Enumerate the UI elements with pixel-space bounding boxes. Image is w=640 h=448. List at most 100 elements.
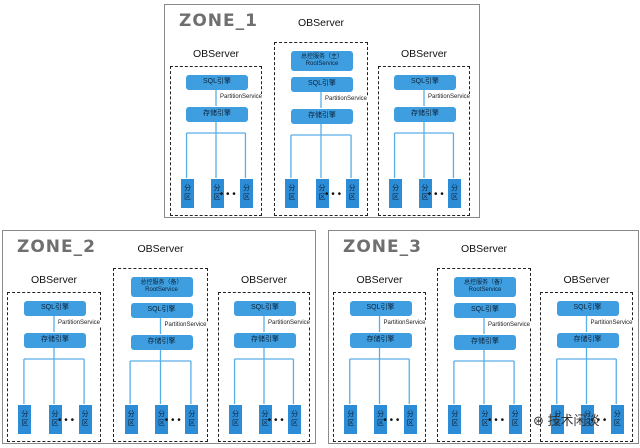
partition-box: 分区 — [418, 179, 432, 208]
ellipsis: • • • — [427, 189, 444, 200]
partition-box: 分区 — [345, 179, 359, 208]
partition-char: 区 — [188, 419, 196, 427]
sql-engine-box: SQL引擎 — [454, 303, 516, 318]
partition-char: 区 — [232, 419, 240, 427]
partition-box: 分区 — [389, 179, 403, 208]
storage-engine-box: 存储引擎 — [234, 333, 296, 348]
observer-label: OBServer — [460, 243, 508, 255]
sql-engine-box: SQL引擎 — [24, 301, 86, 316]
partition-char: 区 — [184, 193, 192, 201]
partition-char: 区 — [81, 419, 89, 427]
ellipsis: • • • — [267, 415, 284, 426]
partition-service-label: PartitionService — [57, 320, 102, 326]
partition-box: 分区 — [78, 405, 92, 434]
partition-box: 分区 — [508, 405, 522, 434]
storage-engine-box: 存储引擎 — [394, 107, 456, 122]
partition-box: 分区 — [447, 179, 461, 208]
partition-char: 区 — [158, 419, 165, 427]
partition-char: 分 — [406, 410, 414, 418]
partition-service-label: PartitionService — [219, 94, 264, 100]
storage-engine-box: 存储引擎 — [349, 333, 412, 348]
partition-char: 分 — [348, 184, 356, 192]
partition-char: 区 — [290, 419, 298, 427]
partition-box: 分区 — [285, 179, 299, 208]
partition-char: 分 — [290, 410, 298, 418]
partition-char: 分 — [188, 410, 196, 418]
partition-box: 分区 — [181, 179, 195, 208]
observer-label: OBServer — [192, 48, 240, 60]
partition-char: 区 — [421, 193, 429, 201]
partition-char: 分 — [318, 184, 326, 192]
partition-box: 分区 — [478, 405, 492, 434]
partition-char: 区 — [613, 419, 621, 427]
partition-char: 区 — [242, 193, 250, 201]
sql-engine-box: SQL引擎 — [394, 75, 456, 90]
connector-lines — [349, 315, 617, 404]
partition-char: 区 — [213, 193, 221, 201]
partition-char: 分 — [421, 184, 429, 192]
partition-char: 分 — [213, 184, 221, 192]
partition-box: 分区 — [258, 405, 272, 434]
observer-label: OBServer — [297, 17, 345, 29]
partition-char: 区 — [481, 419, 489, 427]
partition-box: 分区 — [239, 179, 253, 208]
partition-service-label: PartitionService — [427, 94, 472, 100]
partition-char: 分 — [127, 410, 135, 418]
storage-engine-box: 存储引擎 — [24, 333, 86, 348]
partition-char: 分 — [481, 410, 489, 418]
partition-service-label: PartitionService — [487, 322, 532, 328]
partition-char: 分 — [584, 410, 591, 418]
partition-char: 分 — [347, 410, 355, 418]
storage-engine-box: 存储引擎 — [454, 335, 516, 350]
partition-char: 分 — [81, 410, 89, 418]
partition-char: 区 — [450, 193, 458, 201]
partition-box: 分区 — [374, 405, 387, 434]
zone-title: ZONE_3 — [343, 237, 422, 257]
storage-engine-box: 存储引擎 — [291, 109, 353, 124]
partition-char: 分 — [158, 410, 165, 418]
ellipsis: • • • — [488, 415, 505, 426]
partition-char: 分 — [377, 410, 384, 418]
watermark-text: 技术闲谈 — [547, 413, 600, 428]
partition-char: 分 — [184, 184, 192, 192]
root-service-title: 总控服务（备） — [140, 280, 183, 287]
partition-box: 分区 — [610, 405, 624, 434]
storage-engine-box: 存储引擎 — [556, 333, 619, 348]
connector-lines — [23, 315, 295, 404]
partition-char: 区 — [261, 419, 269, 427]
partition-char: 分 — [613, 410, 621, 418]
sql-engine-box: SQL引擎 — [186, 75, 248, 90]
partition-char: 区 — [51, 419, 59, 427]
partition-char: 区 — [21, 419, 29, 427]
partition-char: 分 — [261, 410, 269, 418]
partition-service-label: PartitionService — [163, 322, 208, 328]
partition-char: 区 — [584, 419, 591, 427]
partition-char: 区 — [392, 193, 400, 201]
ellipsis: • • • — [590, 415, 607, 426]
partition-service-label: PartitionService — [267, 320, 312, 326]
ellipsis: • • • — [164, 415, 181, 426]
partition-char: 分 — [242, 184, 250, 192]
partition-box: 分区 — [581, 405, 594, 434]
observer-label: OBServer — [137, 243, 184, 255]
root-service-box: 总控服务（备）RootService — [130, 277, 193, 297]
sql-engine-box: SQL引擎 — [291, 77, 353, 92]
ellipsis: • • • — [219, 189, 236, 200]
root-service-name: RootService — [305, 61, 339, 67]
connector-lines — [185, 89, 455, 178]
partition-char: 区 — [318, 193, 326, 201]
root-service-name: RootService — [468, 287, 502, 293]
partition-service-label: PartitionService — [324, 96, 369, 102]
partition-service-label: PartitionService — [589, 320, 634, 326]
storage-engine-box: 存储引擎 — [130, 335, 193, 350]
partition-char: 分 — [21, 410, 29, 418]
partition-box: 分区 — [124, 405, 138, 434]
zone-title: ZONE_1 — [179, 11, 258, 31]
